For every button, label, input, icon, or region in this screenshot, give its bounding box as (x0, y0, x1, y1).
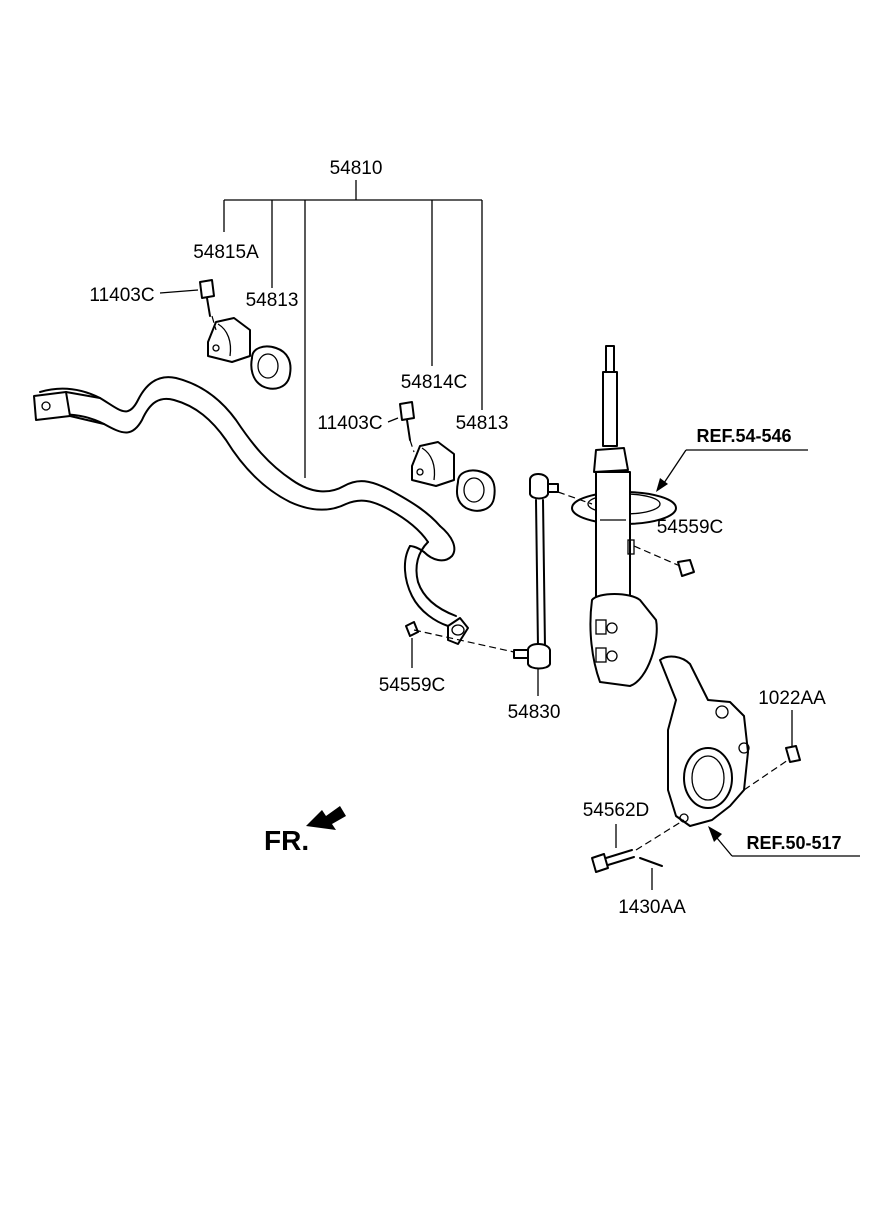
label-54559C-bar: 54559C (379, 675, 446, 696)
ref-50-517: REF.50-517 (746, 833, 841, 853)
bushing-54813-right (456, 469, 496, 512)
label-11403C-left: 11403C (89, 285, 154, 306)
bushing-clamp-left (207, 317, 251, 363)
ref-54-546: REF.54-546 (696, 426, 791, 446)
nut-1022AA (785, 745, 801, 763)
pin-1430AA (639, 857, 663, 867)
label-54814C: 54814C (401, 372, 468, 393)
bushing-clamp-right (411, 441, 455, 487)
label-54830: 54830 (508, 702, 561, 723)
strut-assembly (571, 345, 677, 687)
label-54562D: 54562D (583, 800, 650, 821)
assembly-lines (211, 315, 789, 851)
assembly-bracket-54810 (223, 180, 483, 478)
nut-54559C-strut (677, 559, 695, 577)
label-11403C-right: 11403C (317, 413, 382, 434)
label-54810: 54810 (330, 158, 383, 179)
nut-54559C-bar (405, 621, 419, 637)
bolt-11403C-left (199, 279, 215, 317)
steering-knuckle (659, 655, 750, 827)
front-direction-arrow (306, 806, 346, 830)
label-1430AA: 1430AA (618, 897, 686, 918)
stabilizer-link-54830 (513, 473, 559, 670)
label-54813-right: 54813 (456, 413, 509, 434)
stabilizer-bar (33, 376, 469, 645)
bolt-54562D (591, 849, 635, 873)
bolt-11403C-right (399, 401, 415, 441)
label-54815A: 54815A (193, 242, 259, 263)
bushing-54813-left (250, 345, 292, 390)
label-54559C-strut: 54559C (657, 517, 724, 538)
label-1022AA: 1022AA (758, 688, 826, 709)
label-54813-left: 54813 (246, 290, 299, 311)
leader-lines (159, 289, 860, 890)
label-fr: FR. (264, 825, 309, 856)
